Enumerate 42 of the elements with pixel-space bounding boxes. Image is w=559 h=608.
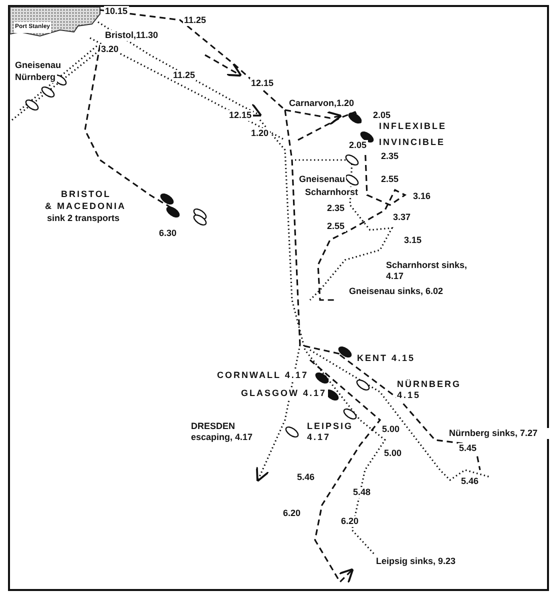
time-label: 5.00 xyxy=(381,424,401,435)
ship-label: Nürnberg xyxy=(14,72,56,83)
time-label: 3.15 xyxy=(403,235,423,246)
time-label: 6.30 xyxy=(158,228,178,239)
time-label: 5.46 xyxy=(460,476,480,487)
ship-label: Gneisenau xyxy=(298,174,346,185)
time-label: 2.55 xyxy=(326,221,346,232)
time-label: 2.05 xyxy=(348,140,368,151)
sinking-note: Gneisenau sinks, 6.02 xyxy=(348,286,444,297)
time-label: 3.20 xyxy=(100,44,120,55)
time-label: 5.45 xyxy=(458,443,478,454)
time-label: 2.05 xyxy=(372,110,392,121)
ship-label: BRISTOL xyxy=(60,189,112,200)
ship-label: & MACEDONIA xyxy=(44,201,127,212)
sinking-note: Leipsig sinks, 9.23 xyxy=(375,556,457,567)
sinking-note: Nürnberg sinks, 7.27 xyxy=(448,428,550,439)
ship-label: Bristol,11.30 xyxy=(104,30,160,41)
time-label: 10.15 xyxy=(104,6,129,17)
time-label: 11.25 xyxy=(183,15,208,26)
time-label: 3.37 xyxy=(392,212,412,223)
note: sink 2 transports xyxy=(46,213,121,224)
ship-label: CORNWALL 4.17 xyxy=(216,370,310,381)
time-label: 5.48 xyxy=(352,487,372,498)
time-label: 5.00 xyxy=(383,448,403,459)
time-label: 6.20 xyxy=(340,516,360,527)
time-label: 6.20 xyxy=(282,508,302,519)
ship-label: INFLEXIBLE xyxy=(378,121,448,132)
time-label: 2.35 xyxy=(326,203,346,214)
time-label: 11.25 xyxy=(172,70,196,81)
ship-label: Gneisenau xyxy=(14,60,62,71)
time-label: 3.16 xyxy=(412,191,432,202)
ship-label: Carnarvon,1.20 xyxy=(288,98,356,109)
ship-label: KENT 4.15 xyxy=(356,353,416,364)
time-label: 5.46 xyxy=(296,472,316,483)
ship-label: INVINCIBLE xyxy=(378,137,446,148)
time-label: 12.15 xyxy=(250,78,275,89)
ship-label: GLASGOW 4.17 xyxy=(240,388,328,399)
time-label: 2.35 xyxy=(380,151,400,162)
time-label: 2.55 xyxy=(380,174,400,185)
time-label: 12.15 xyxy=(228,110,253,121)
time-label: 1.20 xyxy=(250,128,270,139)
ship-label: Scharnhorst xyxy=(304,187,360,198)
